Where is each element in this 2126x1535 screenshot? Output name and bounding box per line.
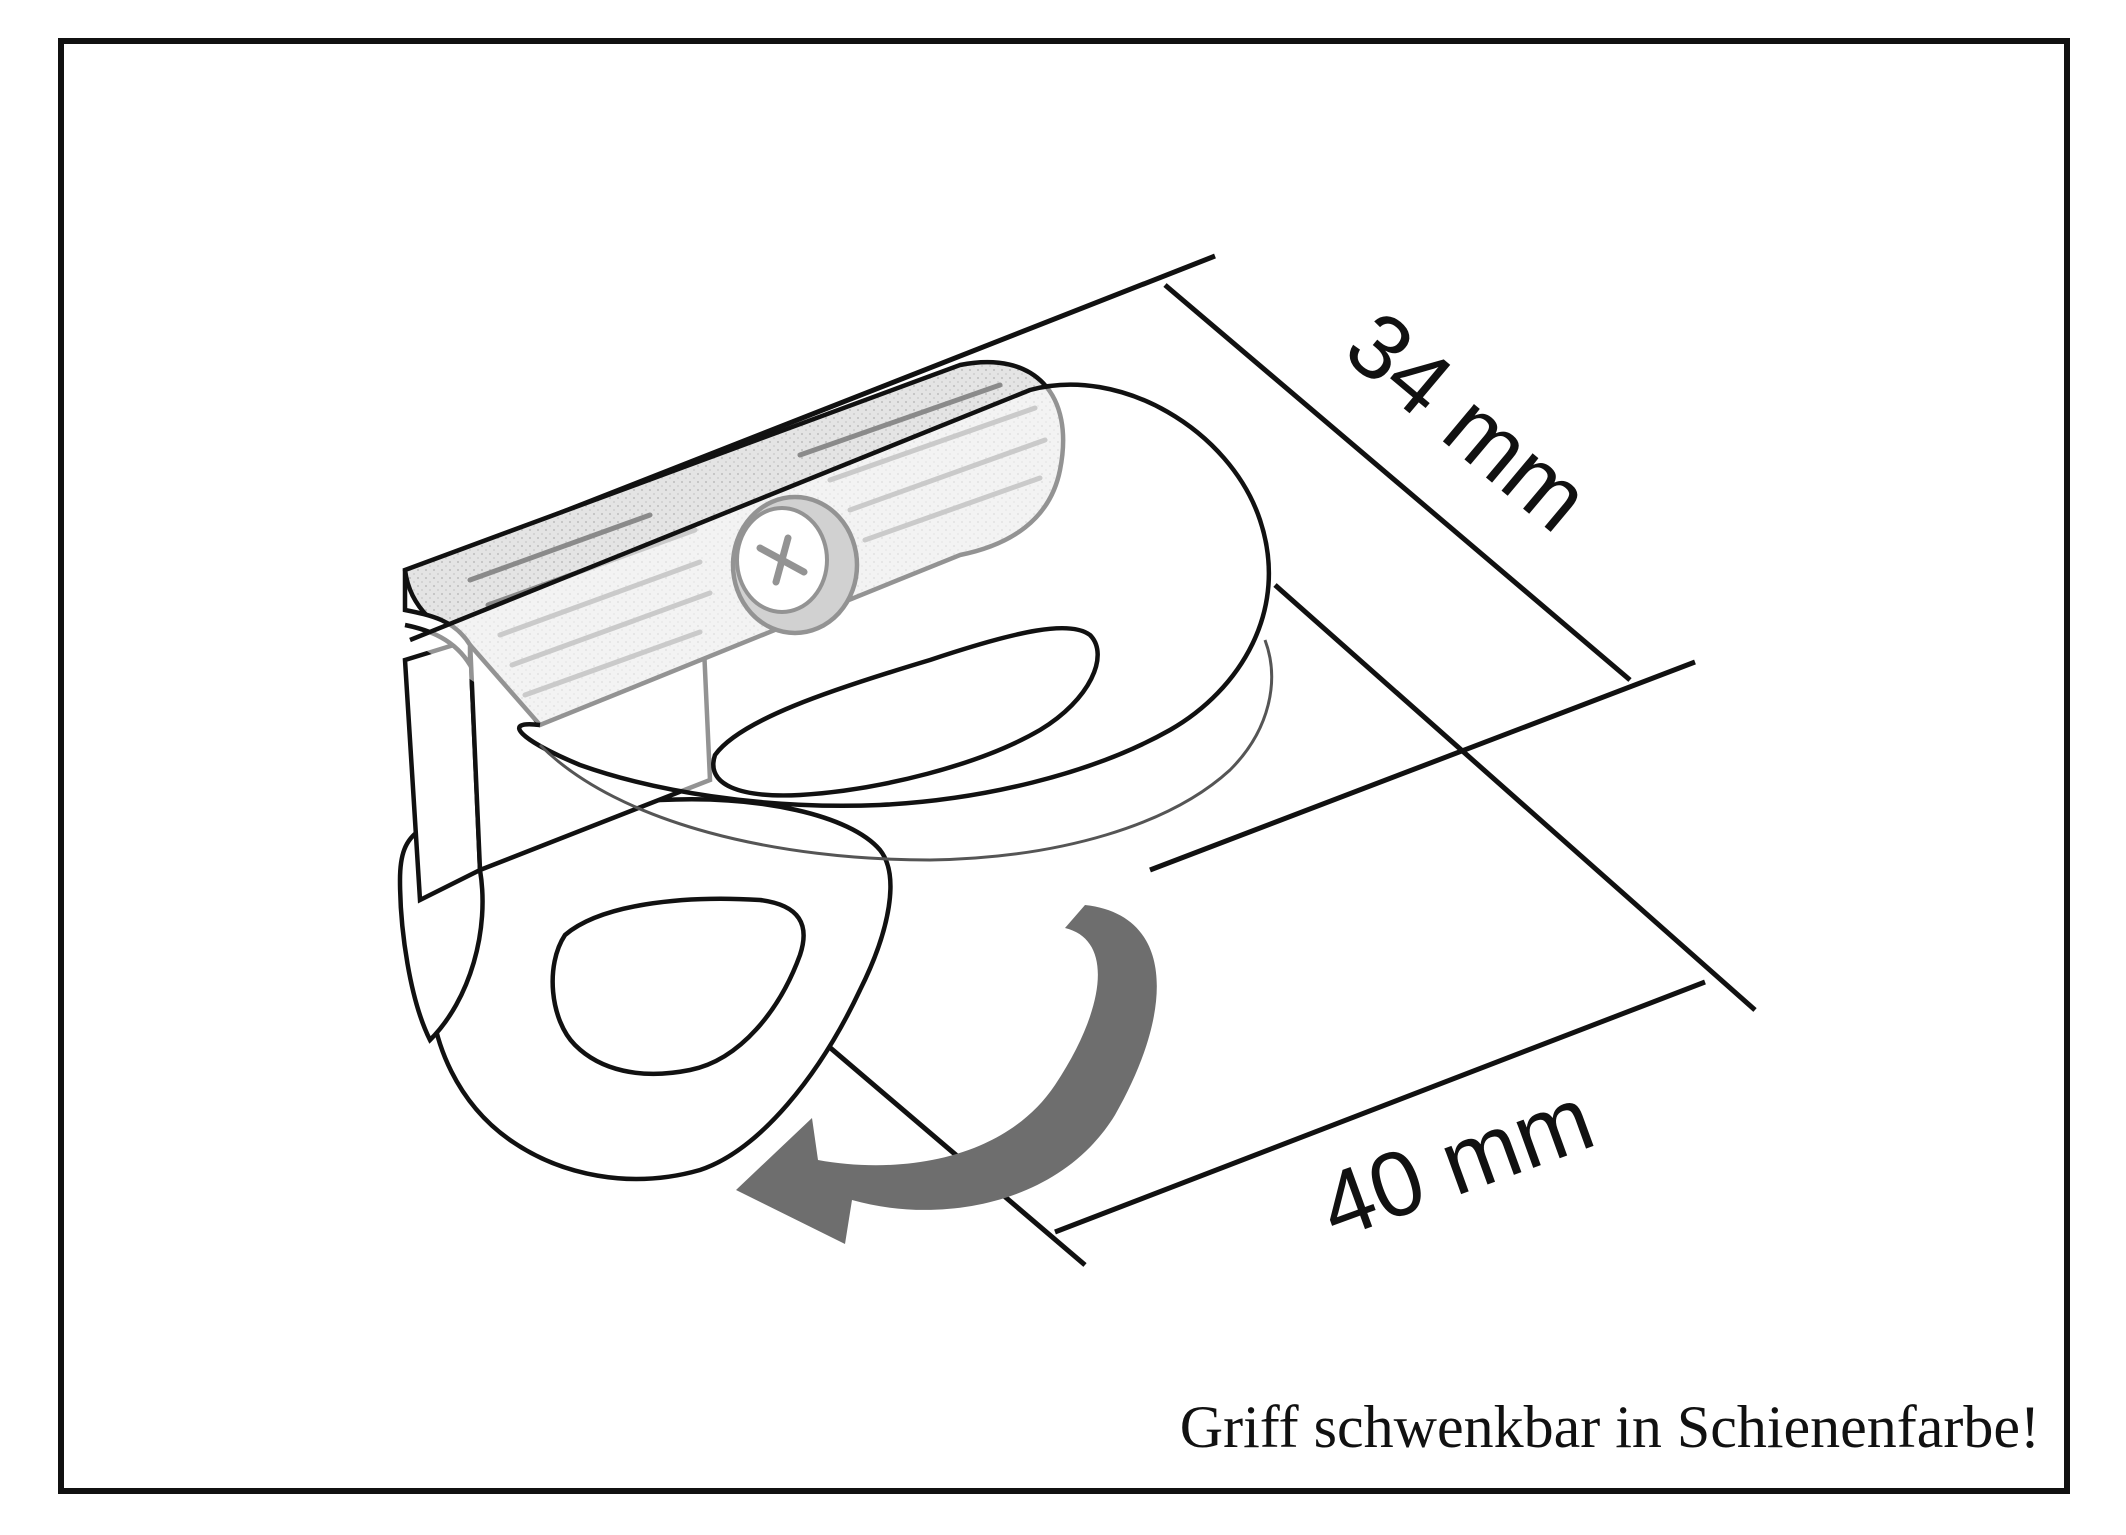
dimension-34mm-label: 34 mm bbox=[1327, 292, 1608, 551]
dimension-40mm-extension-right bbox=[1273, 583, 1757, 1012]
handle-raised-inner bbox=[711, 625, 1100, 798]
dimension-34mm-line bbox=[1163, 283, 1632, 682]
swivel-arrow bbox=[736, 905, 1157, 1244]
caption: Griff schwenkbar in Schienenfarbe! bbox=[1179, 1394, 2040, 1460]
handle-raised-lower-edge bbox=[538, 639, 1274, 862]
dimension-34mm-extension-bottom bbox=[1149, 659, 1696, 873]
handle-lowered-inner bbox=[550, 896, 806, 1077]
dimension-40mm-line bbox=[1054, 979, 1706, 1235]
mounting-block-side bbox=[402, 636, 483, 904]
swivel-arrow-shaft bbox=[736, 905, 1157, 1244]
handle-raised bbox=[409, 382, 1274, 862]
dimension-40mm-label: 40 mm bbox=[1307, 1067, 1606, 1259]
